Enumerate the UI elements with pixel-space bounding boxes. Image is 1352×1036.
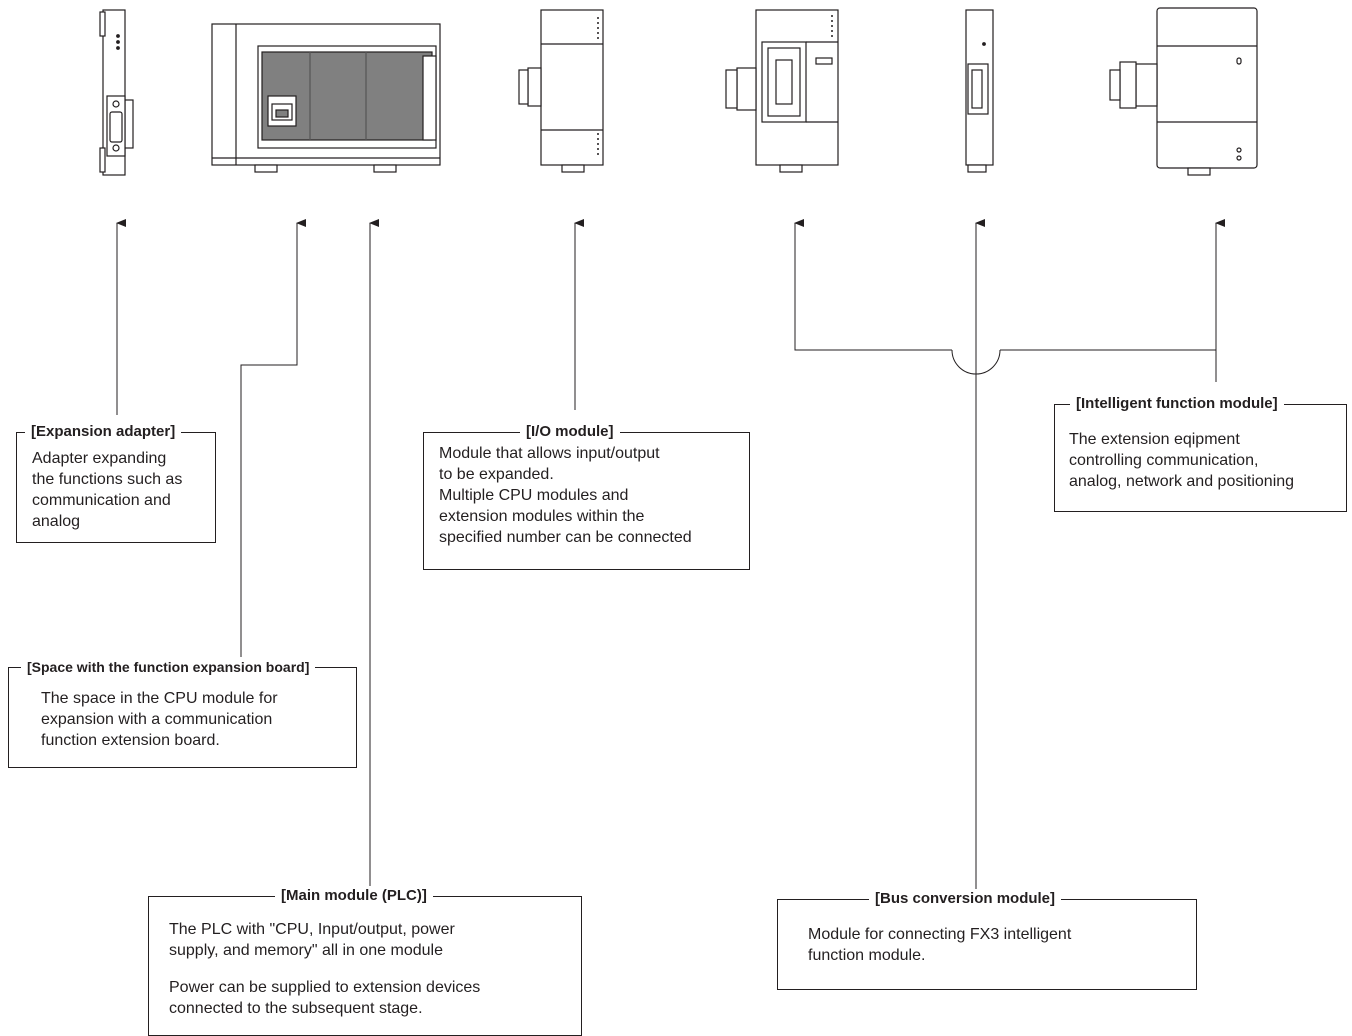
bus-conversion-module-description: Module for connecting FX3 intelligent fu… bbox=[808, 926, 1072, 964]
intelligent-module-pointer-left bbox=[794, 219, 952, 351]
intelligent-function-module-callout: [Intelligent function module] The extens… bbox=[1054, 394, 1347, 512]
function-expansion-board-description: The space in the CPU module for expansio… bbox=[41, 690, 278, 749]
main-module-device bbox=[211, 23, 441, 173]
connector-lines bbox=[116, 219, 1225, 890]
expansion-adapter-title: [Expansion adapter] bbox=[25, 422, 182, 442]
bus-conversion-module-device bbox=[965, 9, 994, 173]
io-module-title: [I/O module] bbox=[520, 422, 620, 442]
main-module-callout: [Main module (PLC)] The PLC with "CPU, I… bbox=[148, 886, 582, 1036]
io-module-description: Module that allows input/output to be ex… bbox=[439, 445, 692, 546]
io-module-callout: [I/O module] Module that allows input/ou… bbox=[423, 422, 750, 570]
bus-conversion-module-title: [Bus conversion module] bbox=[869, 889, 1062, 909]
expansion-adapter-callout: [Expansion adapter] Adapter expanding th… bbox=[16, 422, 216, 543]
expansion-adapter-device bbox=[99, 9, 134, 176]
intelligent-function-module-description: The extension eqipment controlling commu… bbox=[1069, 431, 1295, 490]
intelligent-module-connector-device bbox=[725, 9, 839, 173]
io-module-device bbox=[518, 9, 604, 173]
expansion-adapter-description: Adapter expanding the functions such as … bbox=[32, 450, 183, 530]
function-expansion-board-title: [Space with the function expansion board… bbox=[21, 657, 316, 677]
intelligent-module-large-device bbox=[1109, 7, 1258, 176]
main-module-description: The PLC with "CPU, Input/output, power s… bbox=[169, 921, 455, 959]
board-space-pointer bbox=[240, 219, 306, 660]
bus-conversion-module-callout: [Bus conversion module] Module for conne… bbox=[777, 889, 1197, 990]
main-module-power-note: Power can be supplied to extension devic… bbox=[169, 979, 481, 1017]
main-module-title: [Main module (PLC)] bbox=[275, 886, 433, 906]
function-expansion-board-callout: [Space with the function expansion board… bbox=[8, 657, 357, 768]
intelligent-function-module-title: [Intelligent function module] bbox=[1070, 394, 1284, 414]
